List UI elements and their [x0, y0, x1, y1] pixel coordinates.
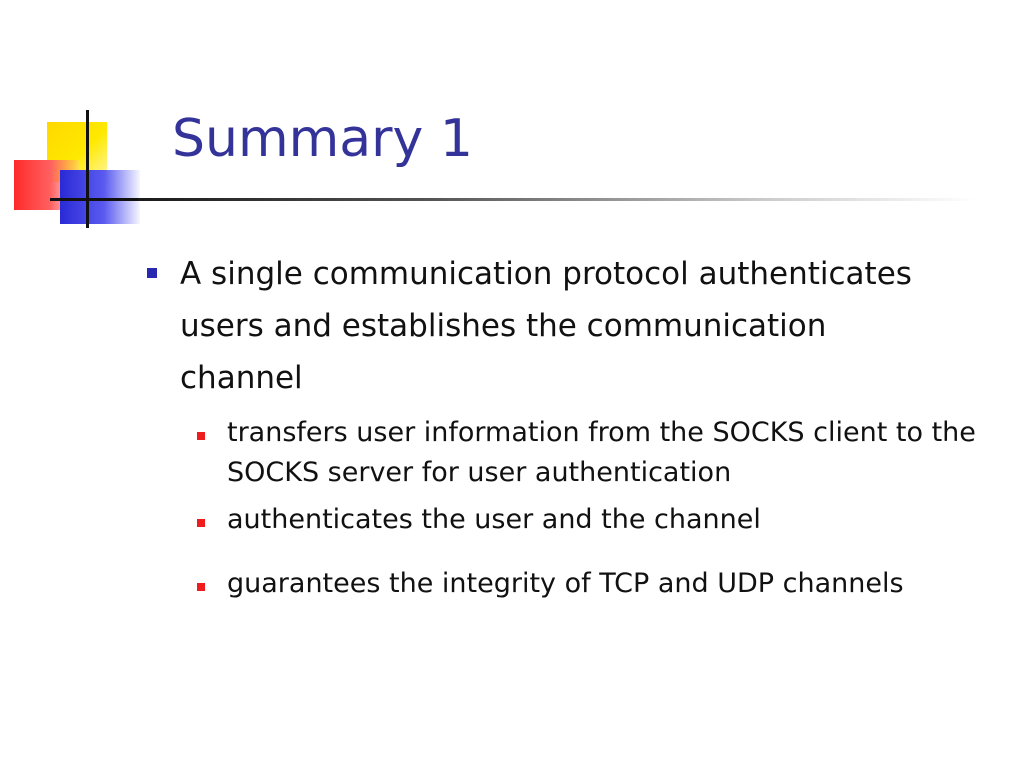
logo-vertical-line [86, 110, 89, 228]
title-underline-rule [138, 198, 978, 201]
square-bullet-icon [147, 268, 157, 278]
square-bullet-icon [197, 432, 205, 440]
overlapping-squares-logo-icon [0, 0, 200, 240]
logo-horizontal-line [50, 198, 140, 201]
square-bullet-icon [197, 519, 205, 527]
bullet-level2-text: authenticates the user and the channel [227, 504, 761, 535]
square-bullet-icon [197, 583, 205, 591]
slide-title: Summary 1 [172, 109, 473, 169]
bullet-level2-text: guarantees the integrity of TCP and UDP … [227, 568, 904, 599]
bullet-level2-text: transfers user information from the SOCK… [227, 417, 976, 488]
blue-square-shape [60, 170, 140, 224]
bullet-level1-text: A single communication protocol authenti… [180, 256, 912, 396]
